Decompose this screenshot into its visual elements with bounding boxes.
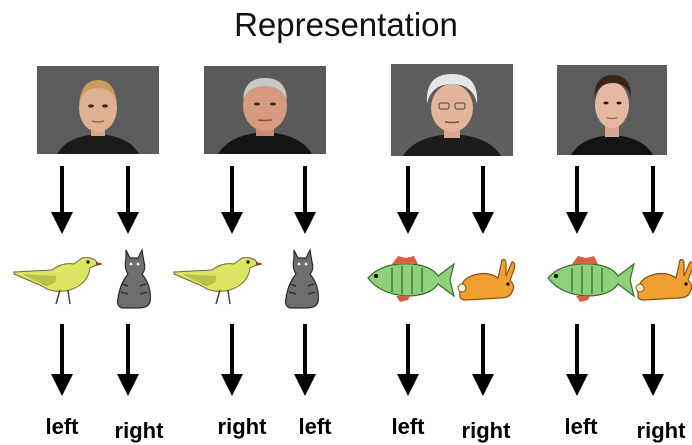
bird-icon	[172, 250, 262, 308]
down-arrow-icon	[293, 166, 317, 236]
down-arrow-icon	[220, 166, 244, 236]
down-arrow-icon	[396, 324, 420, 398]
response-label: left	[541, 414, 621, 440]
cat-icon	[280, 244, 324, 310]
down-arrow-icon	[471, 166, 495, 236]
diagram-title: Representation	[0, 6, 692, 44]
portrait-photo-2	[204, 66, 326, 154]
down-arrow-icon	[50, 324, 74, 398]
portrait-photo-4	[557, 65, 667, 155]
older-woman-portrait-photo	[391, 64, 513, 156]
response-label: right	[621, 418, 692, 444]
down-arrow-icon	[641, 324, 665, 398]
portrait-photo-3	[391, 64, 513, 156]
down-arrow-icon	[471, 324, 495, 398]
down-arrow-icon	[116, 166, 140, 236]
down-arrow-icon	[641, 166, 665, 236]
down-arrow-icon	[220, 324, 244, 398]
fish-icon	[542, 256, 636, 302]
cat-icon	[112, 244, 156, 310]
response-label: right	[446, 418, 526, 444]
response-label: left	[368, 414, 448, 440]
down-arrow-icon	[565, 324, 589, 398]
older-man-portrait-photo	[204, 66, 326, 154]
rabbit-icon	[634, 256, 692, 304]
down-arrow-icon	[50, 166, 74, 236]
response-label: left	[275, 414, 355, 440]
rabbit-icon	[456, 256, 518, 304]
down-arrow-icon	[565, 166, 589, 236]
fish-icon	[362, 256, 456, 302]
woman-portrait-photo	[37, 66, 159, 154]
down-arrow-icon	[293, 324, 317, 398]
response-label: left	[22, 414, 102, 440]
down-arrow-icon	[116, 324, 140, 398]
portrait-photo-1	[37, 66, 159, 154]
bird-icon	[12, 250, 102, 308]
response-label: right	[99, 418, 179, 444]
young-man-portrait-photo	[557, 65, 667, 155]
response-label: right	[202, 414, 282, 440]
down-arrow-icon	[396, 166, 420, 236]
